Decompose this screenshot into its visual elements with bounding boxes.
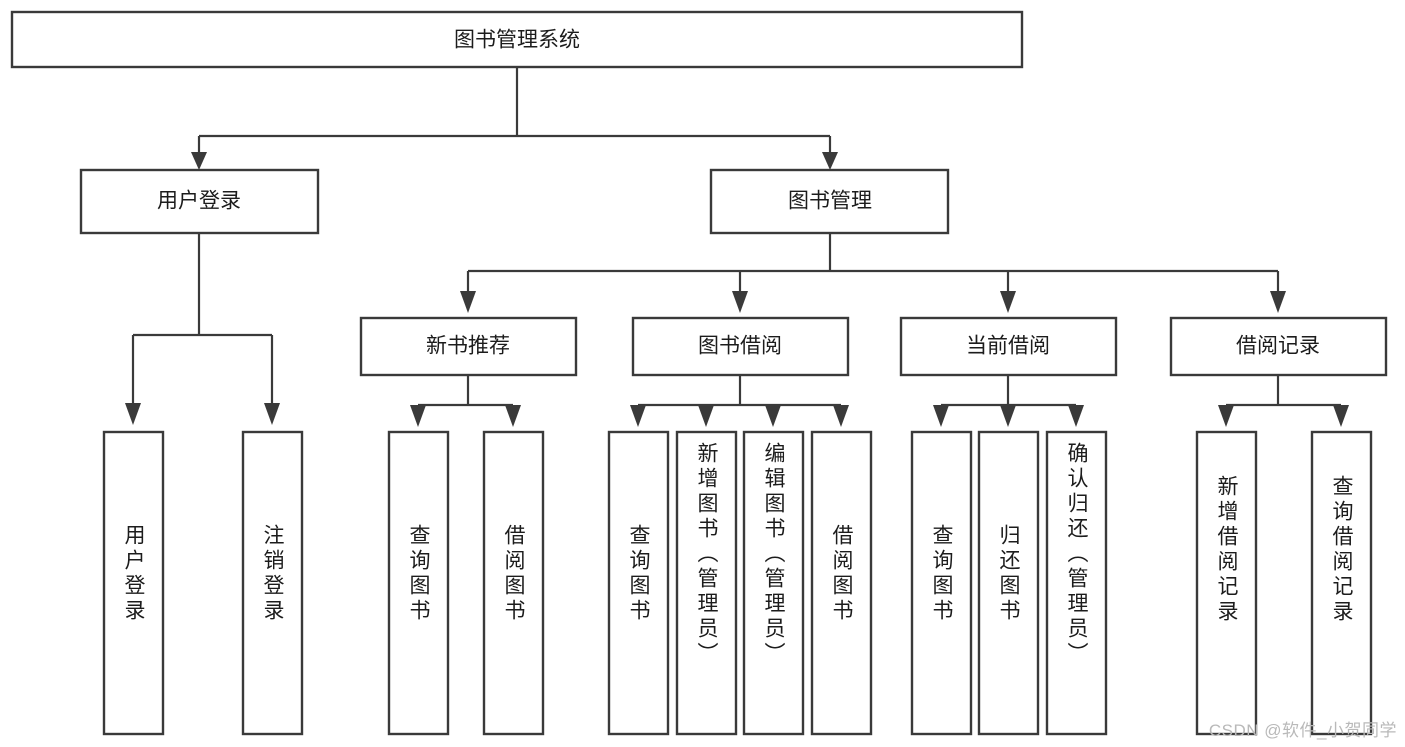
arrow-leaf-query-book-1 xyxy=(410,405,426,427)
node-box-leaf-query-book-1[interactable] xyxy=(387,430,450,736)
node-box-leaf-query-book-2[interactable] xyxy=(607,430,670,736)
node-box-leaf-user-login[interactable] xyxy=(102,430,165,736)
node-label-root: 图书管理系统 xyxy=(454,29,580,52)
arrow-leaf-borrow-book-2 xyxy=(833,405,849,427)
node-current-borrow[interactable]: 当前借阅 xyxy=(899,316,1118,377)
node-box-leaf-return-book[interactable] xyxy=(977,430,1040,736)
arrow-borrow-record xyxy=(1270,291,1286,313)
node-box-user-login[interactable] xyxy=(79,168,320,235)
node-box-leaf-logout-login[interactable] xyxy=(241,430,304,736)
arrow-leaf-add-book-admin xyxy=(698,405,714,427)
arrow-leaf-user-login xyxy=(125,403,141,425)
node-label-book-management: 图书管理 xyxy=(788,190,872,213)
arrow-leaf-confirm-return-admin xyxy=(1068,405,1084,427)
node-box-leaf-confirm-return-admin[interactable] xyxy=(1045,430,1108,736)
node-new-book-recommend[interactable]: 新书推荐 xyxy=(359,316,578,377)
node-box-book-borrow[interactable] xyxy=(631,316,850,377)
connector-group-user-login xyxy=(125,233,280,425)
arrow-leaf-borrow-book-1 xyxy=(505,405,521,427)
node-borrow-record[interactable]: 借阅记录 xyxy=(1169,316,1388,377)
arrow-leaf-logout-login xyxy=(264,403,280,425)
node-box-leaf-borrow-book-1[interactable] xyxy=(482,430,545,736)
arrow-leaf-query-book-2 xyxy=(630,405,646,427)
connector-group-book-management xyxy=(460,233,1286,313)
connector-group-book-borrow xyxy=(630,375,849,427)
node-label-current-borrow: 当前借阅 xyxy=(966,335,1050,358)
node-box-leaf-add-borrow-record[interactable] xyxy=(1195,430,1258,736)
node-box-book-management[interactable] xyxy=(709,168,950,235)
connector-group-root xyxy=(191,67,838,170)
node-label-new-book-recommend: 新书推荐 xyxy=(426,335,510,358)
arrow-leaf-add-borrow-record xyxy=(1218,405,1234,427)
node-book-management[interactable]: 图书管理 xyxy=(709,168,950,235)
node-box-root[interactable] xyxy=(10,10,1024,69)
node-box-current-borrow[interactable] xyxy=(899,316,1118,377)
arrow-book-management xyxy=(822,152,838,170)
arrow-leaf-query-book-3 xyxy=(933,405,949,427)
node-box-leaf-add-book-admin[interactable] xyxy=(675,430,738,736)
arrow-leaf-edit-book-admin xyxy=(765,405,781,427)
node-user-login[interactable]: 用户登录 xyxy=(79,168,320,235)
arrow-leaf-query-borrow-record xyxy=(1333,405,1349,427)
node-box-leaf-query-book-3[interactable] xyxy=(910,430,973,736)
node-label-borrow-record: 借阅记录 xyxy=(1236,335,1320,358)
node-box-leaf-query-borrow-record[interactable] xyxy=(1310,430,1373,736)
connector-group-current-borrow xyxy=(933,375,1084,427)
node-label-book-borrow: 图书借阅 xyxy=(698,335,782,358)
node-box-leaf-edit-book-admin[interactable] xyxy=(742,430,805,736)
watermark-text: CSDN @软件_小贺同学 xyxy=(1208,721,1397,740)
arrow-leaf-return-book xyxy=(1000,405,1016,427)
node-box-leaf-borrow-book-2[interactable] xyxy=(810,430,873,736)
node-label-user-login: 用户登录 xyxy=(157,190,241,213)
arrow-current-borrow xyxy=(1000,291,1016,313)
connector-group-borrow-record xyxy=(1218,375,1349,427)
connector-group-new-book-recommend xyxy=(410,375,521,427)
node-box-borrow-record[interactable] xyxy=(1169,316,1388,377)
arrow-new-book-recommend xyxy=(460,291,476,313)
arrow-book-borrow xyxy=(732,291,748,313)
arrow-user-login xyxy=(191,152,207,170)
node-box-new-book-recommend[interactable] xyxy=(359,316,578,377)
node-book-borrow[interactable]: 图书借阅 xyxy=(631,316,850,377)
node-title-root[interactable]: 图书管理系统 xyxy=(10,10,1024,69)
